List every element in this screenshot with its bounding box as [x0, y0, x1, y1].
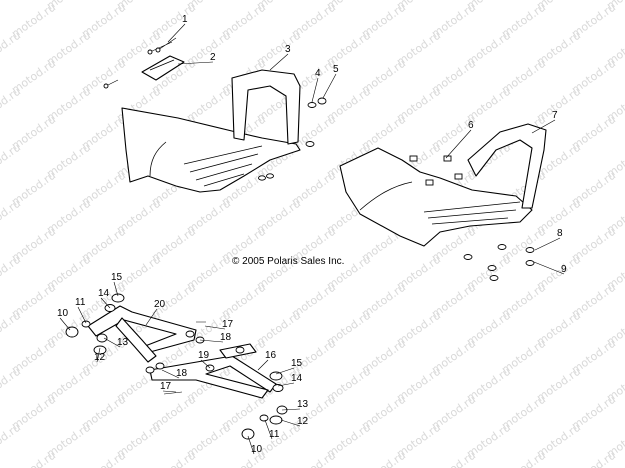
callout-label: 3: [285, 44, 291, 55]
watermark-text: motod.ru: [0, 421, 23, 461]
watermark-text: motod.ru: [289, 449, 338, 468]
watermark-text: motod.ru: [569, 449, 618, 468]
callout-label: 18: [220, 332, 232, 343]
callout-leader: [59, 317, 71, 331]
callout-leader: [103, 337, 121, 348]
callout-label: 6: [468, 120, 474, 131]
callout-leader: [531, 119, 556, 134]
callout-label: 20: [154, 299, 166, 310]
callout-label: 16: [265, 350, 277, 361]
copyright-text: © 2005 Polaris Sales Inc.: [232, 256, 344, 267]
callout-label: 14: [98, 288, 110, 299]
callout-label: 13: [117, 337, 129, 348]
left-footwell-hardware: [258, 97, 327, 181]
callout-label: 5: [333, 64, 339, 75]
callout-label: 4: [315, 68, 321, 79]
callout-label: 15: [111, 272, 123, 283]
heat-shield: [103, 37, 185, 89]
callout-leader: [264, 419, 273, 440]
callout-leader: [275, 367, 295, 375]
callout-label: 1: [182, 14, 188, 25]
callout-label: 12: [297, 416, 309, 427]
callout-label: 19: [198, 350, 210, 361]
callout-label: 13: [297, 399, 309, 410]
watermark-text: motod.ru: [149, 449, 198, 468]
callout-label: 17: [160, 381, 172, 392]
callout-label: 11: [269, 429, 280, 440]
callout-label: 18: [176, 368, 188, 379]
callout-leader: [311, 77, 319, 103]
watermark-text: motod.ru: [0, 0, 23, 12]
callout-leader: [161, 369, 180, 379]
watermark-text: motod.ru: [0, 85, 23, 125]
callout-label: 12: [94, 352, 106, 363]
callout-leader: [280, 419, 301, 427]
callout-leader: [100, 297, 111, 309]
callout-label: 10: [251, 444, 263, 455]
watermark-text: motod.ru: [359, 449, 408, 468]
callout-leader: [257, 359, 269, 371]
right-footwell-hardware: [409, 155, 535, 281]
callout-label: 7: [552, 110, 558, 121]
callout-leader: [533, 261, 565, 275]
callout-leader: [204, 325, 226, 330]
left-footwell: [121, 69, 301, 193]
watermark-text: motod.ru: [79, 449, 128, 468]
watermark-text: motod.ru: [0, 29, 23, 69]
watermark-text: motod.ru: [0, 253, 23, 293]
callout-label: 8: [557, 228, 563, 239]
callout-leader: [77, 306, 87, 324]
watermark-text: motod.ru: [0, 365, 23, 405]
watermark-text: motod.ru: [0, 309, 23, 349]
callout-leader: [162, 390, 177, 393]
callout-leader: [96, 347, 101, 363]
callout-leader: [145, 308, 158, 326]
callout-label: 9: [561, 264, 567, 275]
callout-leader: [269, 53, 289, 71]
right-footwell: [339, 123, 547, 247]
callout-leader: [200, 359, 211, 369]
callout-leader: [322, 73, 337, 99]
callout-leader: [177, 61, 214, 65]
callout-leader: [445, 129, 472, 159]
watermark-text: motod.ru: [0, 197, 23, 237]
callout-leader: [281, 408, 301, 411]
callout-label: 15: [291, 358, 303, 369]
callout-leader: [247, 435, 255, 455]
watermark-text: motod.ru: [499, 449, 548, 468]
callout-label: 11: [75, 297, 86, 308]
callout-leader: [113, 281, 119, 297]
callout-label: 2: [210, 52, 216, 63]
callout-leader: [534, 237, 561, 251]
callout-label: 10: [57, 308, 69, 319]
watermark-text: motod.ru: [429, 449, 478, 468]
watermark-text: motod.ru: [9, 449, 58, 468]
callout-leader: [199, 339, 224, 343]
callout-label: 17: [222, 319, 234, 330]
callout-leader: [277, 382, 295, 387]
callout-leader: [167, 23, 186, 43]
callout-label: 14: [291, 373, 303, 384]
watermark-text: motod.ru: [0, 141, 23, 181]
